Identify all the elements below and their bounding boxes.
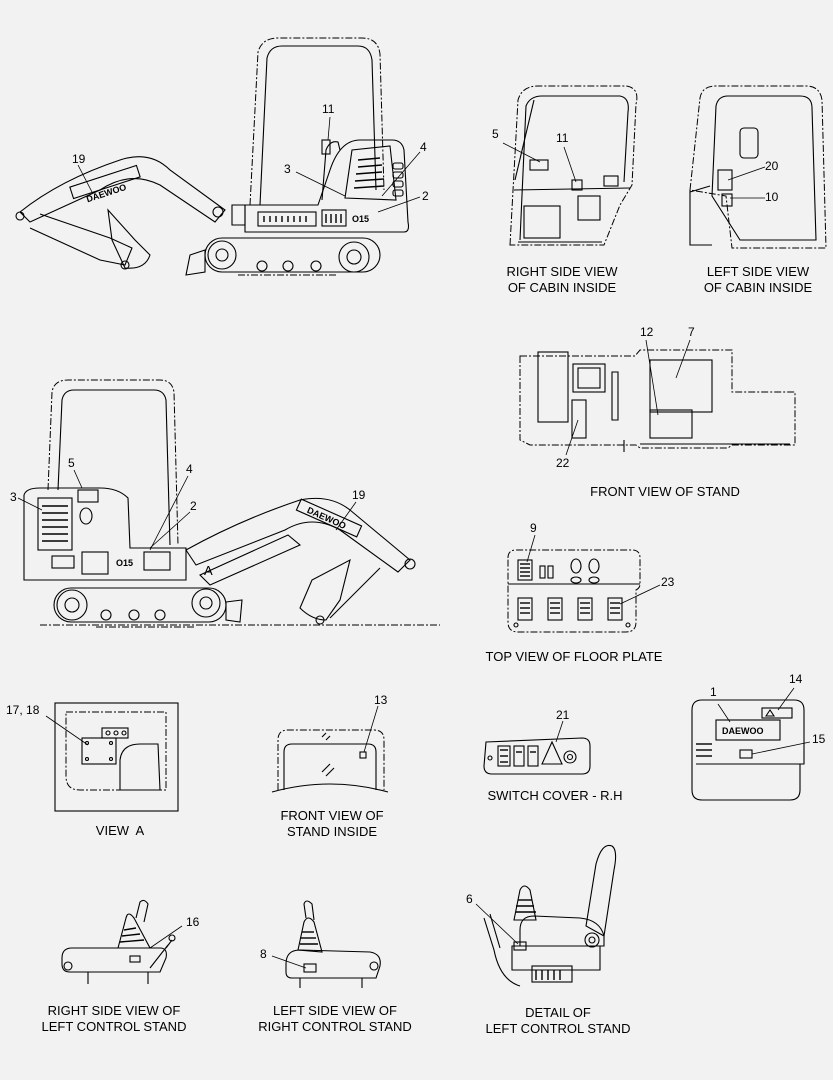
view-a-detail	[45, 702, 179, 812]
callout-23-floor: 23	[661, 575, 675, 589]
caption-line: VIEW A	[95, 823, 145, 838]
callout-11-top: 11	[322, 102, 335, 116]
callout-17-18-view-a: 17, 18	[6, 703, 40, 717]
excavator-side-view-top: O15 DAEWOO	[15, 37, 421, 276]
caption-line: STAND INSIDE	[286, 824, 378, 839]
cabin-inside-left-view	[689, 85, 827, 249]
caption-line: TOP VIEW OF FLOOR PLATE	[485, 649, 663, 664]
callout-5-right-cabin: 5	[492, 127, 499, 141]
caption-view-a: VIEW A	[80, 823, 160, 839]
excavator-side-view-bottom: O15 DAEWOO	[17, 379, 440, 628]
callout-15-cover: 15	[812, 732, 826, 746]
caption-right-side-cabin: RIGHT SIDE VIEW OF CABIN INSIDE	[500, 264, 624, 296]
callout-2-bottom: 2	[190, 499, 197, 513]
caption-switch-cover: SWITCH COVER - R.H	[470, 788, 640, 804]
callout-14-cover: 14	[789, 672, 803, 686]
caption-line: LEFT CONTROL STAND	[485, 1021, 631, 1036]
callout-7-stand: 7	[688, 325, 695, 339]
callout-19-top: 19	[72, 152, 86, 166]
caption-line: LEFT SIDE VIEW OF	[272, 1003, 397, 1018]
caption-line: SWITCH COVER - R.H	[487, 788, 623, 803]
caption-right-side-left-stand: RIGHT SIDE VIEW OF LEFT CONTROL STAND	[32, 1003, 196, 1035]
left-control-stand-detail	[475, 844, 617, 987]
callout-2-top: 2	[422, 189, 429, 203]
callout-13-stand-inside: 13	[374, 693, 388, 707]
caption-line: OF CABIN INSIDE	[703, 280, 813, 295]
caption-line: RIGHT CONTROL STAND	[258, 1019, 412, 1034]
caption-left-side-cabin: LEFT SIDE VIEW OF CABIN INSIDE	[696, 264, 820, 296]
callout-20-left-cabin: 20	[765, 159, 779, 173]
cabin-inside-right-view	[502, 85, 638, 246]
caption-front-view-stand: FRONT VIEW OF STAND	[580, 484, 750, 500]
callout-1-cover: 1	[710, 685, 717, 699]
callout-4-bottom: 4	[186, 462, 193, 476]
callout-5-bottom: 5	[68, 456, 75, 470]
callout-16-left-stand: 16	[186, 915, 200, 929]
brand-decal-cover: DAEWOO	[722, 726, 764, 736]
caption-line: DETAIL OF	[525, 1005, 591, 1020]
engine-cover-decal: DAEWOO	[691, 687, 811, 801]
model-decal-top: O15	[352, 214, 369, 224]
callout-22-stand: 22	[556, 456, 570, 470]
callout-8-right-stand: 8	[260, 947, 267, 961]
caption-line: RIGHT SIDE VIEW	[506, 264, 618, 279]
caption-line: LEFT CONTROL STAND	[41, 1019, 187, 1034]
stand-inside-front-view	[271, 705, 389, 793]
switch-cover-rh	[483, 720, 591, 775]
caption-line: OF CABIN INSIDE	[507, 280, 617, 295]
callout-12-stand: 12	[640, 325, 654, 339]
caption-line: FRONT VIEW OF STAND	[590, 484, 740, 499]
caption-line: LEFT SIDE VIEW	[706, 264, 810, 279]
callout-6-detail-stand: 6	[466, 892, 473, 906]
caption-stand-inside: FRONT VIEW OF STAND INSIDE	[274, 808, 390, 840]
callout-21-switch: 21	[556, 708, 570, 722]
caption-detail-left-stand: DETAIL OF LEFT CONTROL STAND	[478, 1005, 638, 1037]
callout-11-right-cabin: 11	[556, 131, 569, 145]
left-control-stand-right-view	[61, 899, 183, 984]
view-marker-a: A	[204, 563, 213, 578]
callout-3-top: 3	[284, 162, 291, 176]
callout-19-bottom: 19	[352, 488, 366, 502]
caption-line: RIGHT SIDE VIEW OF	[47, 1003, 181, 1018]
callout-4-top: 4	[420, 140, 427, 154]
callout-3-bottom: 3	[10, 490, 17, 504]
caption-floor-plate: TOP VIEW OF FLOOR PLATE	[476, 649, 672, 665]
stand-front-view	[519, 339, 796, 456]
floor-plate-top-view	[507, 534, 661, 633]
brand-decal-boom-bottom: DAEWOO	[306, 505, 348, 531]
right-control-stand-left-view	[271, 900, 381, 988]
model-decal-bottom: O15	[116, 558, 133, 568]
caption-left-side-right-stand: LEFT SIDE VIEW OF RIGHT CONTROL STAND	[248, 1003, 422, 1035]
caption-line: FRONT VIEW OF	[280, 808, 384, 823]
callout-9-floor: 9	[530, 521, 537, 535]
callout-10-left-cabin: 10	[765, 190, 779, 204]
brand-decal-boom-top: DAEWOO	[85, 182, 128, 204]
